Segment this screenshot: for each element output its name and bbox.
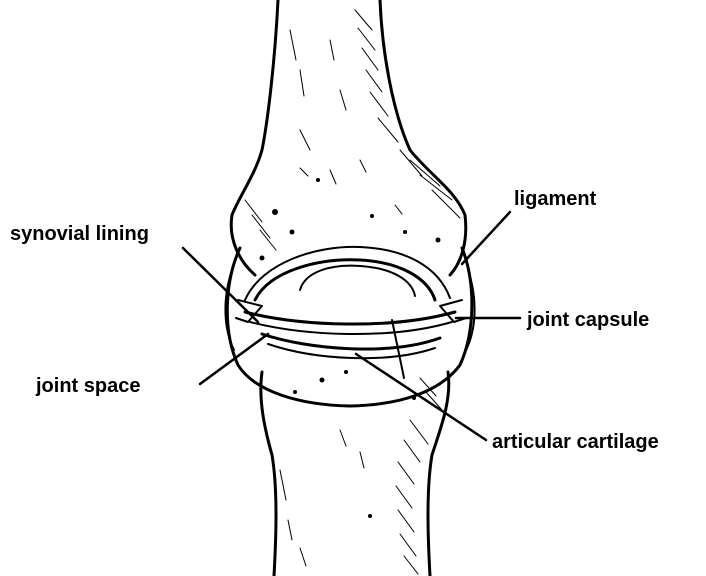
label-joint-capsule: joint capsule [526, 309, 649, 331]
label-joint-space: joint space [35, 375, 140, 397]
leader-articular-cartilage [356, 354, 486, 440]
upper-bone-texture [260, 178, 441, 261]
label-articular-cartilage: articular cartilage [492, 431, 659, 453]
leader-ligament [462, 212, 510, 264]
label-synovial-lining: synovial lining [10, 223, 149, 245]
label-ligament: ligament [514, 188, 597, 210]
lower-shaft-hatching [280, 378, 442, 574]
upper-shaft-hatching [245, 10, 460, 250]
leader-joint-space [200, 334, 268, 384]
lower-bone-texture [293, 370, 416, 518]
joint-cavity [225, 247, 474, 406]
lower-bone [261, 370, 449, 576]
leader-synovial-lining [183, 248, 258, 322]
upper-bone [231, 0, 466, 275]
